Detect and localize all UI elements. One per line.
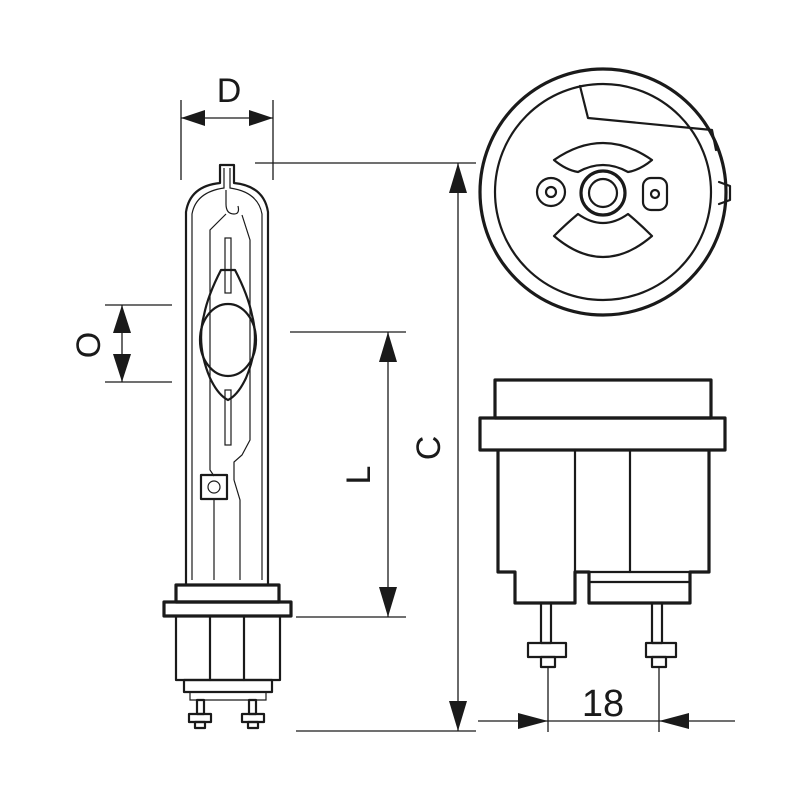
dimension-o: O	[70, 304, 172, 383]
end-view-notch	[717, 180, 732, 206]
lamp-lower-wires	[213, 479, 241, 580]
dimension-18: 18	[478, 667, 735, 732]
lamp-lower-electrode	[224, 389, 232, 446]
base-side-ribs	[573, 448, 632, 574]
lamp-base-foot-steps	[189, 692, 267, 701]
dimension-18-label: 18	[582, 683, 624, 725]
lamp-glass-inner	[191, 168, 263, 580]
base-side-inner-step	[587, 570, 692, 584]
lamp-pin-left	[187, 698, 213, 730]
lamp-getter-dot	[207, 480, 221, 494]
lamp-pin-right	[240, 698, 266, 730]
lamp-base-grooves	[208, 614, 246, 682]
dimension-c: C	[255, 162, 476, 732]
end-view-inner-ring	[493, 82, 713, 302]
lamp-arc-bulb	[198, 302, 258, 378]
base-side-body	[496, 450, 711, 605]
base-side-pin-right	[644, 601, 678, 669]
lamp-base-foot	[182, 678, 274, 694]
lamp-base-body	[174, 614, 282, 682]
end-view-key	[578, 84, 718, 152]
end-view-center-pin-outer	[579, 169, 627, 217]
end-view-center-pin-inner	[587, 177, 619, 209]
base-side-flange	[478, 416, 727, 452]
lamp-side-view	[162, 163, 293, 730]
base-side-view	[478, 378, 727, 669]
dimension-d: D	[180, 72, 274, 180]
lamp-upper-electrode	[224, 237, 232, 294]
dimension-c-label: C	[410, 436, 448, 461]
lamp-arc-tube	[200, 268, 256, 402]
end-view-outer-ring	[478, 67, 728, 317]
lamp-base-collar	[174, 583, 281, 604]
end-view-left-pin-dot	[544, 185, 558, 199]
lamp-support-wire	[233, 214, 251, 480]
dimension-l: L	[290, 331, 406, 618]
end-view-right-pin-dot	[649, 188, 661, 200]
dimension-l-label: L	[340, 466, 378, 485]
lamp-base-flange	[162, 600, 293, 618]
end-view-left-pin	[535, 176, 567, 208]
lamp-top-wire	[209, 190, 240, 477]
base-side-top-cap	[493, 378, 713, 420]
dimension-o-label: O	[70, 332, 108, 358]
end-view-right-pin	[641, 176, 669, 212]
base-end-view	[478, 67, 732, 317]
base-side-pin-left	[526, 601, 568, 669]
dimension-d-label: D	[217, 72, 242, 110]
end-view-lower-slot	[552, 212, 654, 258]
lamp-getter	[199, 473, 229, 501]
end-view-upper-slot	[552, 142, 654, 174]
